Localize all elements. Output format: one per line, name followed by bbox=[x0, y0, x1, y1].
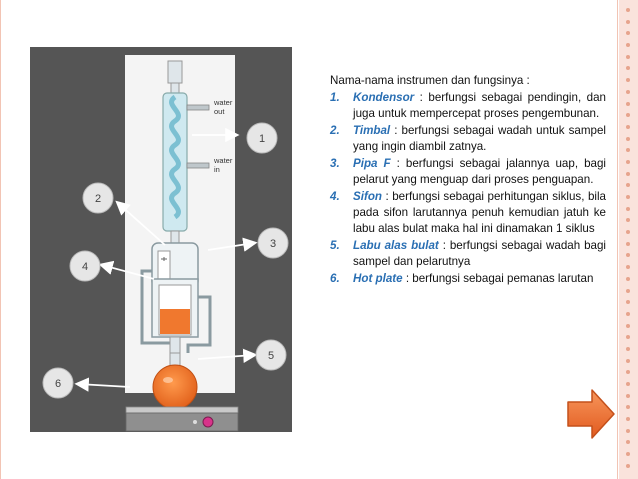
item-description: : berfungsi sebagai pendingin, dan juga … bbox=[353, 91, 606, 120]
soxhlet-extractor bbox=[140, 242, 212, 356]
list-item-pipa-f: 3. Pipa F : berfungsi sebagai jalannya ua… bbox=[330, 156, 606, 188]
item-number: 4. bbox=[330, 190, 340, 203]
callout-2: 2 bbox=[82, 182, 114, 214]
callout-1: 1 bbox=[246, 122, 278, 154]
arrow-right-icon[interactable] bbox=[566, 388, 616, 440]
list-item-sifon: 4. Sifon : berfungsi sebagai perhitungan … bbox=[330, 189, 606, 237]
svg-text:in: in bbox=[214, 165, 220, 174]
item-description: : berfungsi sebagai perhitungan siklus, … bbox=[353, 190, 606, 235]
item-description: : berfungsi sebagai wadah bagi sampel da… bbox=[353, 239, 606, 268]
decorative-dots bbox=[626, 8, 634, 468]
item-number: 5. bbox=[330, 239, 340, 252]
svg-text:6: 6 bbox=[55, 378, 61, 390]
item-number: 6. bbox=[330, 272, 340, 285]
item-number: 1. bbox=[330, 91, 340, 104]
water-out-tube: water out bbox=[186, 98, 233, 116]
item-description: : berfungsi sebagai jalannya uap, bagi p… bbox=[353, 157, 606, 186]
round-bottom-flask bbox=[152, 352, 198, 410]
svg-text:out: out bbox=[214, 107, 225, 116]
callout-3: 3 bbox=[257, 227, 289, 259]
list-heading: Nama-nama instrumen dan fungsinya : bbox=[330, 74, 530, 87]
item-number: 2. bbox=[330, 124, 340, 137]
svg-text:water: water bbox=[213, 98, 233, 107]
svg-text:1: 1 bbox=[259, 133, 265, 145]
list-item-timbal: 2. Timbal : berfungsi sebagai wadah untuk… bbox=[330, 123, 606, 155]
svg-text:water: water bbox=[213, 156, 233, 165]
item-term: Hot plate bbox=[353, 272, 403, 285]
decorative-side-band bbox=[619, 0, 638, 479]
list-item-labu-alas-bulat: 5. Labu alas bulat : berfungsi sebagai wa… bbox=[330, 238, 606, 270]
svg-text:3: 3 bbox=[270, 238, 276, 250]
item-term: Pipa F bbox=[353, 157, 391, 170]
water-in-tube: water in bbox=[186, 156, 233, 174]
list-item-hot-plate: 6. Hot plate : berfungsi sebagai pemanas … bbox=[330, 271, 606, 287]
hot-plate bbox=[125, 406, 239, 432]
item-description: : berfungsi sebagai wadah untuk sampel y… bbox=[353, 124, 606, 153]
callout-6: 6 bbox=[42, 367, 74, 399]
slide-frame bbox=[0, 0, 618, 479]
soxhlet-apparatus-diagram: water out water in bbox=[42, 55, 289, 432]
instrument-list: Nama-nama instrumen dan fungsinya : 1. Ko… bbox=[330, 73, 606, 288]
svg-text:5: 5 bbox=[268, 350, 274, 362]
item-term: Labu alas bulat bbox=[353, 239, 439, 252]
svg-text:4: 4 bbox=[82, 261, 88, 273]
item-term: Timbal bbox=[353, 124, 391, 137]
callout-5: 5 bbox=[255, 339, 287, 371]
item-number: 3. bbox=[330, 157, 340, 170]
item-term: Sifon bbox=[353, 190, 382, 203]
svg-text:2: 2 bbox=[95, 193, 101, 205]
item-description: : berfungsi sebagai pemanas larutan bbox=[402, 272, 594, 285]
callout-4: 4 bbox=[69, 250, 101, 282]
condenser bbox=[162, 60, 188, 244]
item-term: Kondensor bbox=[353, 91, 415, 104]
list-item-kondensor: 1. Kondensor : berfungsi sebagai pendingi… bbox=[330, 90, 606, 122]
